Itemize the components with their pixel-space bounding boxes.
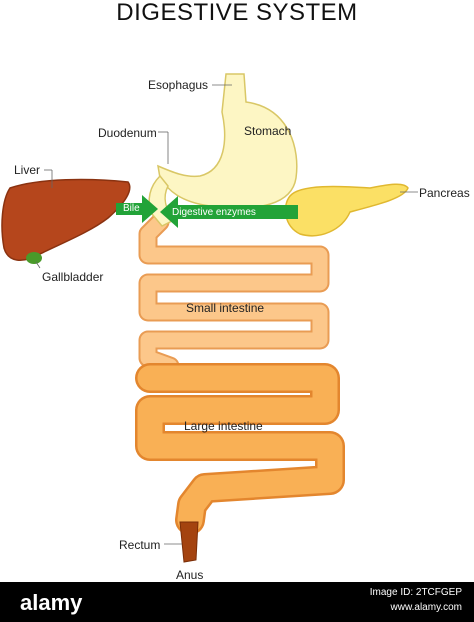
image-id: Image ID: 2TCFGEP [369, 587, 462, 598]
leader-lines [35, 84, 418, 545]
duodenum-label: Duodenum [98, 126, 157, 140]
bile-arrow [116, 195, 158, 223]
esophagus-label: Esophagus [148, 78, 209, 92]
digestive-enzymes-arrow [160, 196, 298, 228]
diagram-stage: DIGESTIVE SYSTEM Esophagus Stomach Duode… [1, 0, 470, 582]
large-intestine [135, 363, 345, 535]
page-title: DIGESTIVE SYSTEM [116, 0, 358, 26]
rectum-label: Rectum [119, 538, 161, 552]
site-url: www.alamy.com [390, 602, 463, 613]
watermark-bar: alamy Image ID: 2TCFGEP www.alamy.com [0, 582, 474, 622]
gallbladder [26, 252, 42, 264]
stomach-label: Stomach [244, 124, 292, 138]
large-intestine-label: Large intestine [184, 419, 263, 433]
rectum [179, 521, 199, 563]
pancreas [284, 183, 409, 237]
small-intestine-label: Small intestine [186, 301, 265, 315]
digestive-diagram [1, 73, 418, 563]
digestive-enzymes-label: Digestive enzymes [172, 207, 256, 218]
gallbladder-label: Gallbladder [42, 270, 104, 284]
pancreas-label: Pancreas [419, 186, 470, 200]
bile-label: Bile [123, 203, 140, 214]
anus-label: Anus [176, 568, 204, 582]
stomach [157, 73, 298, 209]
brand-logo: alamy [20, 590, 83, 615]
liver [1, 178, 131, 261]
liver-label: Liver [14, 163, 41, 177]
